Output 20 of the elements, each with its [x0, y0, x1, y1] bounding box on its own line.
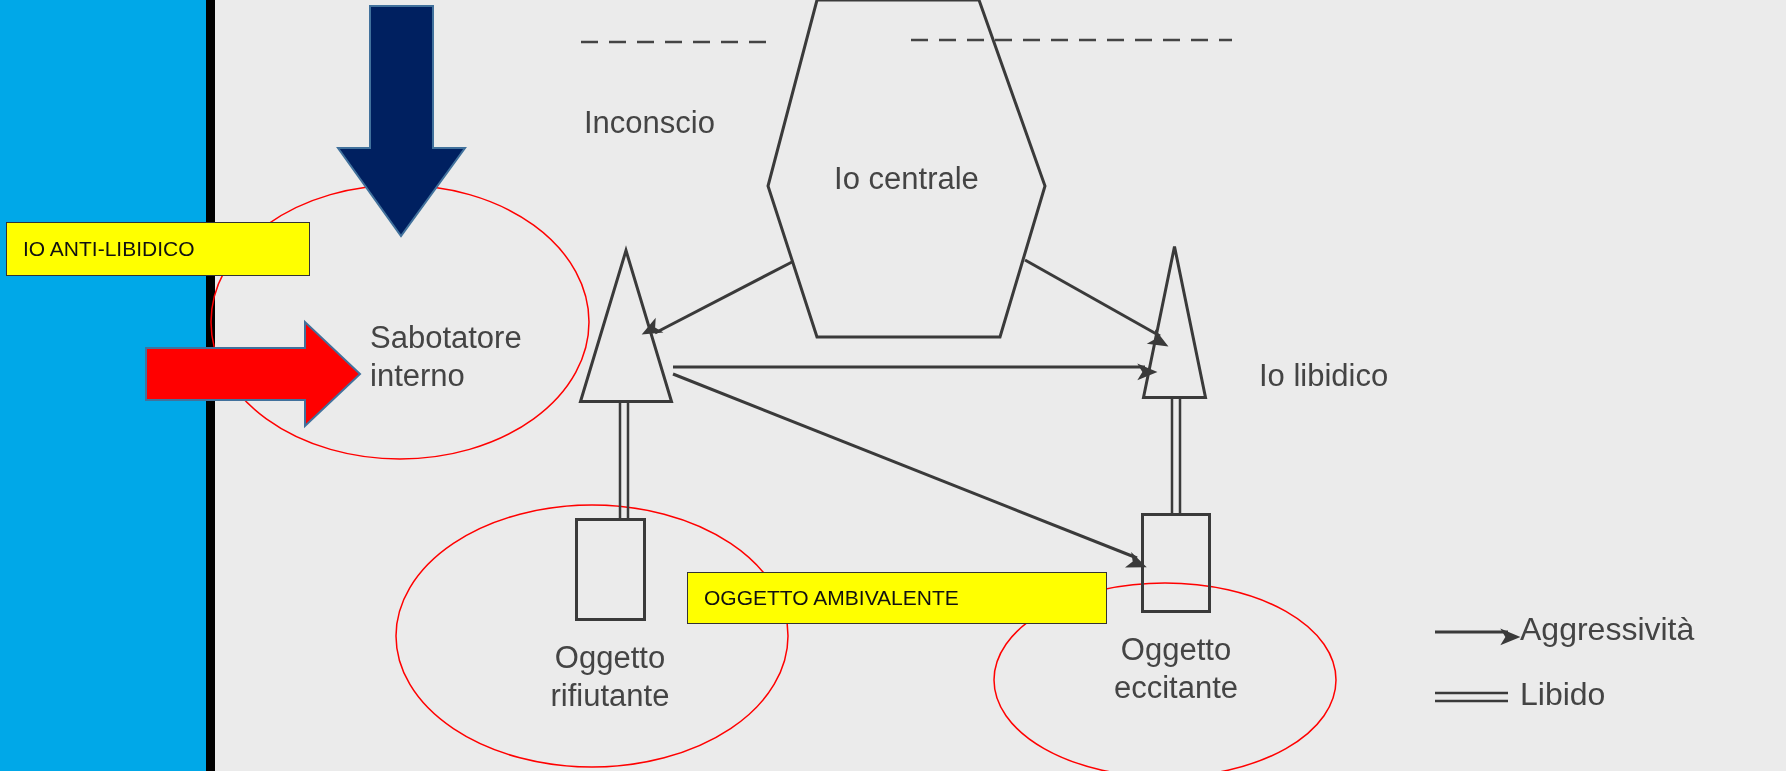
block-arrow: [145, 319, 362, 429]
arrow: [672, 372, 1147, 568]
legend-label: Aggressività: [1520, 611, 1695, 648]
node-label: Io centrale: [833, 160, 980, 198]
double-line: [618, 401, 630, 520]
callout-label: OGGETTO AMBIVALENTE: [687, 572, 1107, 624]
arrow: [1024, 258, 1169, 347]
node-caption: Io libidico: [1259, 357, 1390, 395]
arrow: [641, 260, 793, 335]
node-caption: Oggetto eccitante: [1112, 631, 1240, 707]
node-caption: Oggetto rifiutante: [549, 639, 671, 715]
double-line: [1170, 397, 1182, 515]
node-caption: Sabotatore interno: [370, 319, 520, 395]
square-shape: [1141, 513, 1211, 613]
triangle-shape: [1142, 245, 1207, 399]
callout-label: IO ANTI-LIBIDICO: [6, 222, 310, 276]
legend-label: Libido: [1520, 676, 1606, 713]
square-shape: [575, 518, 646, 621]
region-label: Inconscio: [584, 104, 715, 142]
arrow: [673, 363, 1158, 381]
